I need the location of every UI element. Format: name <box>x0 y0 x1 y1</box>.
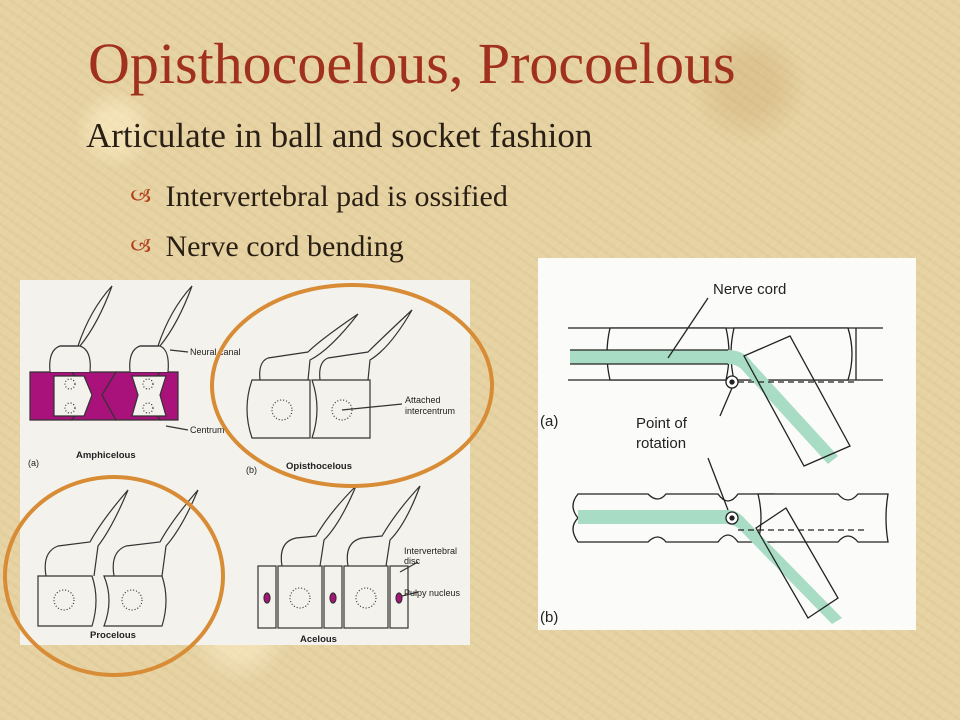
amphicelous-vertebrae <box>29 285 193 431</box>
label-point-of: Point of <box>636 415 688 432</box>
label-disc: disc <box>404 556 421 566</box>
label-intervertebral: Intervertebral <box>404 546 457 556</box>
label-nerve-cord: Nerve cord <box>713 281 786 298</box>
label-b: (b) <box>246 465 257 475</box>
diagram-b <box>572 457 889 624</box>
sub-bullet-2: 🙢 Nerve cord bending <box>130 230 404 270</box>
label-neural-canal: Neural canal <box>190 347 241 357</box>
sub-bullet-text: Intervertebral pad is ossified <box>165 180 508 213</box>
caption-amphicelous: Amphicelous <box>76 450 136 461</box>
acelous-vertebrae <box>257 485 421 629</box>
label-a: (a) <box>540 413 558 430</box>
label-centrum: Centrum <box>190 425 225 435</box>
diagram-a <box>568 297 883 467</box>
main-bullet: Articulate in ball and socket fashion <box>86 116 593 155</box>
caption-acelous: Acelous <box>300 634 337 645</box>
slide-title: Opisthocoelous, Procoelous <box>88 31 736 96</box>
label-rotation: rotation <box>636 435 686 452</box>
nerve-cord-figure: Nerve cord Point of rotation (a) (b) <box>538 258 916 630</box>
nerve-cord-diagram: Nerve cord Point of rotation (a) (b) <box>540 281 889 626</box>
ornament-bullet-icon: 🙢 <box>130 183 152 208</box>
label-a: (a) <box>28 458 39 468</box>
highlight-ring-procelous <box>3 475 225 677</box>
sub-bullet-text: Nerve cord bending <box>165 230 404 263</box>
sub-bullet-1: 🙢 Intervertebral pad is ossified <box>130 180 508 220</box>
label-b: (b) <box>540 609 558 626</box>
ornament-bullet-icon: 🙢 <box>130 233 152 258</box>
label-pulpy-nucleus: Pulpy nucleus <box>404 588 461 598</box>
highlight-ring-opisthocelous <box>210 283 494 488</box>
